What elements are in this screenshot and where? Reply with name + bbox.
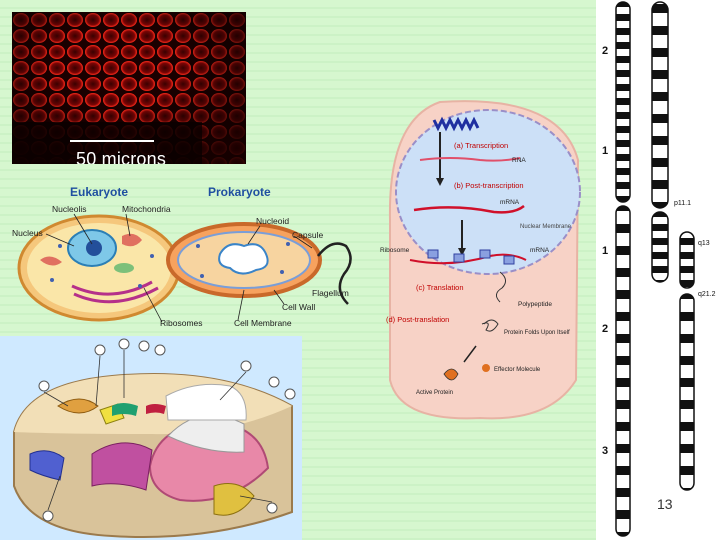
- chromosome-2: [651, 1, 669, 283]
- flagellum-label: Flagellum: [312, 288, 349, 298]
- nucleoid-label: Nucleoid: [256, 216, 289, 226]
- prokaryote-title: Prokaryote: [208, 185, 271, 199]
- eukaryote-cell: [17, 214, 181, 322]
- chromosome-1: [615, 1, 631, 537]
- mitochondria-label: Mitochondria: [122, 204, 171, 214]
- mrna2-label: mRNA: [530, 247, 550, 254]
- micrograph-image: [12, 12, 246, 164]
- arm-number-1-top: 1: [602, 145, 608, 157]
- cell-types-diagram: Eukaryote Prokaryote Nucleolis Mitochond…: [12, 176, 368, 330]
- transcription-label: (a) Transcription: [454, 141, 508, 150]
- polypeptide-label: Polypeptide: [518, 301, 552, 308]
- nuclear-membrane-label: Nuclear Membrane: [520, 224, 572, 230]
- arm-number-3-bottom: 3: [602, 445, 608, 457]
- protein-folds-label: Protein Folds Upon Itself: [504, 330, 570, 336]
- cell-membrane-label: Cell Membrane: [234, 318, 292, 328]
- organelle-cross-section: [0, 336, 302, 540]
- ribosomes-label: Ribosomes: [160, 318, 203, 328]
- rna-label: RNA: [512, 157, 526, 164]
- arm-number-2-top: 2: [602, 45, 608, 57]
- active-protein-label: Active Protein: [416, 390, 453, 396]
- band-p11-1-label: p11.1: [674, 200, 691, 207]
- fluorescence-micrograph: 50 microns: [12, 12, 246, 164]
- chromosome-ideogram: 2 1 1 2 3 p11.1 q13 q21.2: [596, 0, 720, 540]
- scale-label: 50 microns: [76, 149, 167, 164]
- eukaryote-title: Eukaryote: [70, 185, 128, 199]
- band-q13-label: q13: [698, 240, 710, 247]
- page-number: 13: [657, 496, 673, 512]
- nucleolis-label: Nucleolis: [52, 204, 87, 214]
- mrna-label: mRNA: [500, 199, 520, 206]
- nucleus-label: Nucleus: [12, 228, 43, 238]
- capsule-label: Capsule: [292, 230, 323, 240]
- band-q21-2-label: q21.2: [698, 291, 716, 298]
- cell-wall-label: Cell Wall: [282, 302, 315, 312]
- prokaryote-cell: [166, 222, 352, 305]
- chromosome-3: [679, 231, 695, 491]
- translation-label: (c) Translation: [416, 283, 464, 292]
- arm-number-1-bottom: 1: [602, 245, 608, 257]
- arm-number-2-bottom: 2: [602, 323, 608, 335]
- ribosome-label: Ribosome: [380, 247, 410, 254]
- effector-molecule-label: Effector Molecule: [494, 367, 541, 373]
- protein-synthesis-diagram: (a) Transcription RNA (b) Post-transcrip…: [380, 100, 590, 422]
- scale-bar: [70, 140, 154, 142]
- post-translation-label: (d) Post-translation: [386, 315, 449, 324]
- post-transcription-label: (b) Post-transcription: [454, 181, 524, 190]
